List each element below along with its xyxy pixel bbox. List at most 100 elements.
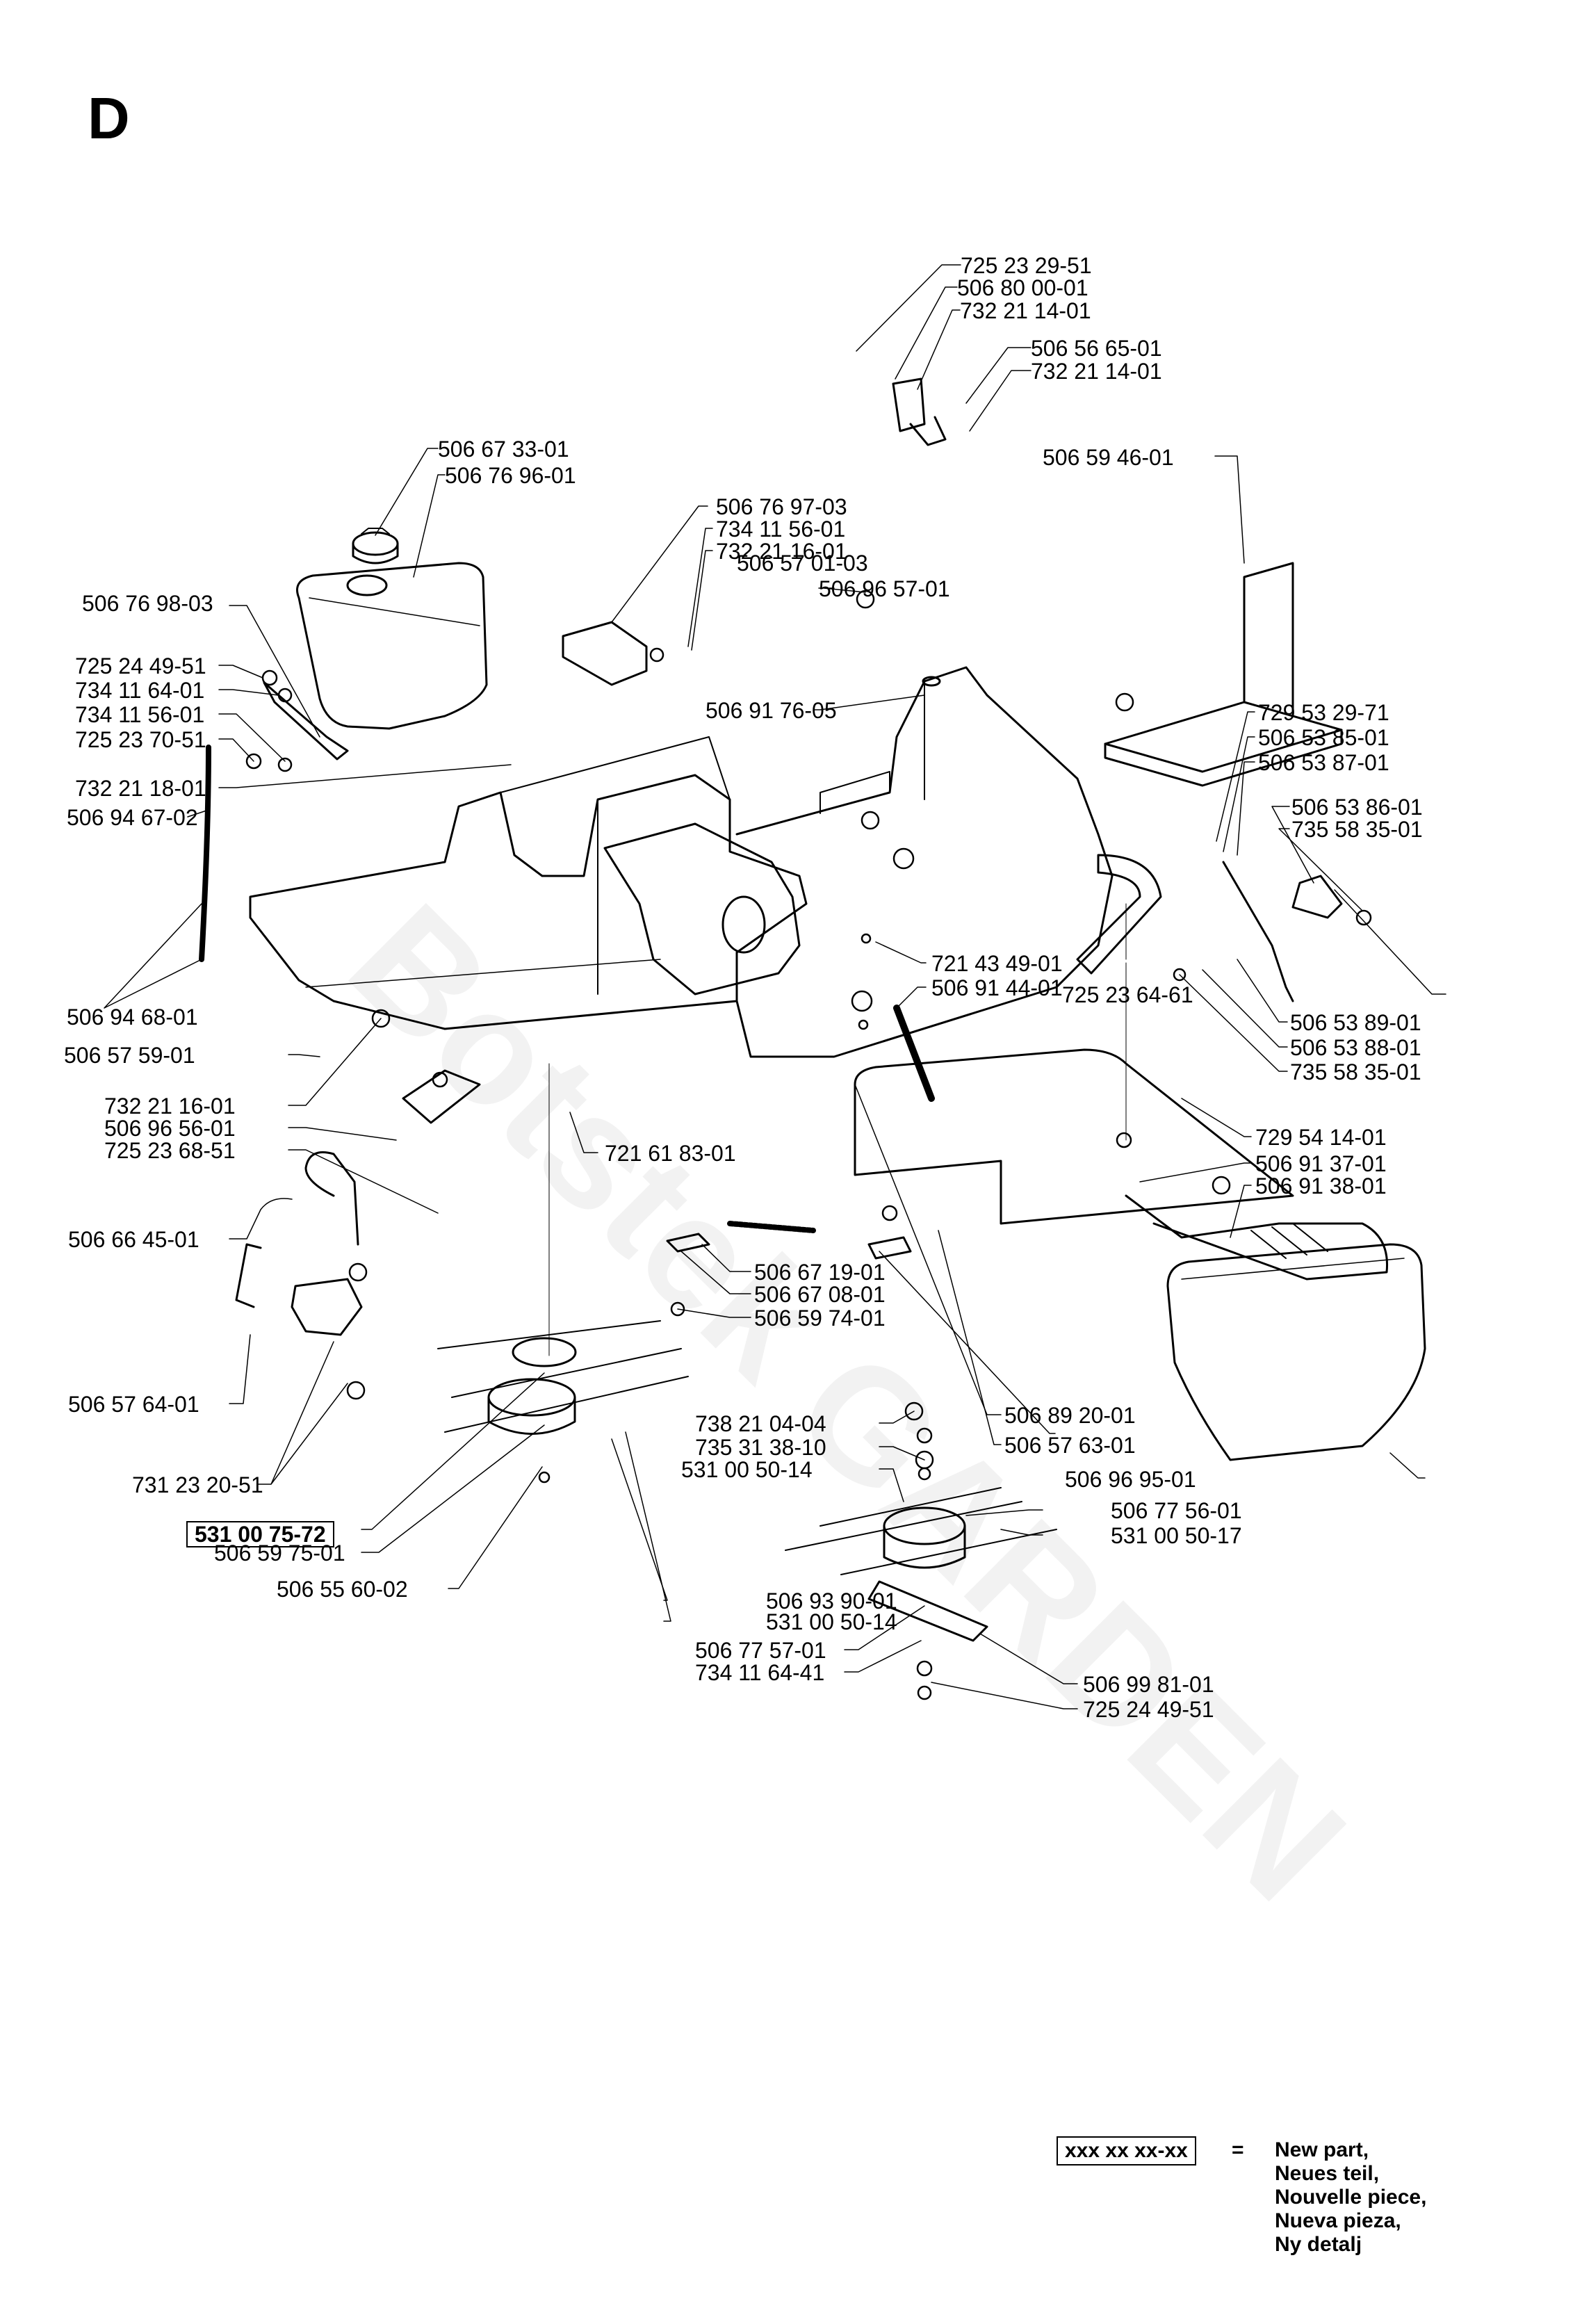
part-number-label: 506 59 46-01	[1043, 445, 1174, 470]
part-number-label: 531 00 50-14	[681, 1457, 813, 1482]
part-number-label: 506 67 08-01	[754, 1282, 886, 1307]
part-number-label: 732 21 18-01	[75, 776, 206, 801]
part-number-label: 732 21 14-01	[1031, 359, 1162, 384]
part-number-label: 725 23 70-51	[75, 727, 206, 752]
leader-lines	[104, 264, 1446, 1709]
part-number-label: 734 11 64-41	[695, 1660, 825, 1685]
legend-line: Nouvelle piece,	[1275, 2186, 1427, 2209]
legend-new-part-sample: xxx xx xx-xx	[1057, 2136, 1196, 2165]
part-number-label: 506 93 90-01	[766, 1588, 897, 1614]
rear-bar	[1076, 854, 1162, 975]
part-number-label: 506 77 56-01	[1111, 1498, 1242, 1523]
part-number-label: 738 21 04-04	[695, 1411, 826, 1436]
seat-hinge-group	[892, 377, 947, 446]
part-number-label: 735 58 35-01	[1291, 817, 1423, 842]
part-number-label: 506 94 68-01	[67, 1005, 198, 1030]
left-pulley-assembly	[437, 1320, 689, 1435]
fuel-tank	[296, 562, 488, 730]
spring-plate	[666, 1233, 710, 1253]
part-number-label: 721 61 83-01	[605, 1141, 736, 1166]
rod-pin	[893, 1005, 935, 1102]
part-number-label: 732 21 14-01	[960, 298, 1091, 323]
steering-bushing	[721, 895, 766, 954]
part-number-label: 506 53 86-01	[1291, 795, 1423, 820]
part-number-label: 531 00 50-14	[766, 1609, 897, 1634]
dashboard-bracket	[603, 822, 801, 996]
part-number-label: 506 53 88-01	[1290, 1035, 1421, 1060]
part-number-label: 506 91 76-05	[706, 698, 837, 723]
part-number-label: 506 96 56-01	[104, 1116, 236, 1141]
belt-guide	[867, 1236, 912, 1260]
part-number-label: 531 00 50-17	[1111, 1523, 1242, 1548]
legend-equals: =	[1232, 2138, 1244, 2161]
lever-rod	[1222, 861, 1294, 1002]
part-number-label: 721 43 49-01	[931, 951, 1063, 976]
part-number-label: 734 11 64-01	[75, 678, 205, 703]
part-number-label: 729 53 29-71	[1258, 700, 1389, 725]
part-number-label: 506 91 38-01	[1255, 1173, 1387, 1198]
part-number-label: 506 96 57-01	[819, 576, 950, 601]
rear-frame	[735, 666, 1114, 1058]
new-part-number-label: 531 00 75-72	[186, 1521, 334, 1547]
hook-bolt	[304, 1151, 359, 1246]
small-bracket	[402, 1069, 481, 1124]
part-number-label: 506 80 00-01	[957, 275, 1088, 300]
part-number-label: 506 59 74-01	[754, 1306, 886, 1331]
part-number-label: 506 53 85-01	[1258, 725, 1389, 750]
part-number-label: 506 76 98-03	[82, 591, 213, 616]
part-number-label: 725 24 49-51	[75, 653, 206, 678]
part-number-label: 506 99 81-01	[1083, 1672, 1214, 1697]
part-number-label: 506 53 87-01	[1258, 750, 1389, 775]
part-number-label: 506 57 59-01	[64, 1043, 195, 1068]
part-number-label: 725 23 68-51	[104, 1138, 236, 1163]
part-number-label: 506 91 44-01	[931, 975, 1063, 1000]
part-number-label: 506 89 20-01	[1004, 1403, 1136, 1428]
belt-cover	[854, 1048, 1294, 1225]
pin-rod	[235, 1243, 262, 1308]
fuel-hose	[199, 745, 211, 962]
part-number-label: 725 23 64-61	[1062, 982, 1193, 1007]
part-number-label: 729 54 14-01	[1255, 1125, 1387, 1150]
seat	[1104, 562, 1343, 787]
seat-bracket	[562, 621, 648, 686]
legend-line: Nueva pieza,	[1275, 2209, 1401, 2232]
tank-bracket	[263, 681, 349, 761]
part-number-label: 506 57 64-01	[68, 1392, 199, 1417]
right-pulley-assembly	[785, 1487, 1057, 1642]
part-number-label: 734 11 56-01	[75, 702, 205, 727]
idler-arm	[291, 1278, 363, 1336]
part-number-label: 734 11 56-01	[716, 517, 846, 542]
part-number-label: 506 57 63-01	[1004, 1433, 1136, 1458]
legend-line: New part,	[1275, 2138, 1369, 2161]
lever-bracket	[1291, 875, 1343, 919]
part-number-label: 506 53 89-01	[1290, 1010, 1421, 1035]
part-number-label: 732 21 16-01	[716, 539, 847, 564]
part-number-label: 732 21 16-01	[104, 1094, 236, 1119]
section-letter: D	[88, 86, 130, 151]
part-number-label: 731 23 20-51	[132, 1472, 263, 1497]
part-number-label: 506 67 19-01	[754, 1260, 886, 1285]
hood-front	[1166, 1243, 1426, 1461]
part-number-label: 506 91 37-01	[1255, 1151, 1387, 1176]
part-number-label: 725 24 49-51	[1083, 1697, 1214, 1722]
part-number-label: 506 76 97-03	[716, 494, 847, 519]
part-number-label: 735 58 35-01	[1290, 1059, 1421, 1084]
part-number-label: 506 57 01-03	[737, 551, 868, 576]
hardware-fasteners	[245, 590, 1372, 1700]
part-number-label: 506 96 95-01	[1065, 1467, 1196, 1492]
part-number-label: 506 59 75-01	[214, 1541, 345, 1566]
main-frame	[249, 736, 808, 1030]
part-number-label: 735 31 38-10	[695, 1435, 826, 1460]
legend-line: Ny detalj	[1275, 2233, 1362, 2256]
part-number-label: 506 66 45-01	[68, 1227, 199, 1252]
legend-translations: New part, Neues teil, Nouvelle piece, Nu…	[1275, 2138, 1426, 2257]
part-number-label: 506 94 67-02	[67, 805, 198, 830]
fuel-cap	[352, 528, 399, 564]
part-number-label: 506 56 65-01	[1031, 336, 1162, 361]
part-number-label: 506 76 96-01	[445, 463, 576, 488]
legend-line: Neues teil,	[1275, 2162, 1380, 2185]
part-number-label: 506 67 33-01	[438, 437, 569, 462]
part-number-label: 506 55 60-02	[277, 1577, 408, 1602]
